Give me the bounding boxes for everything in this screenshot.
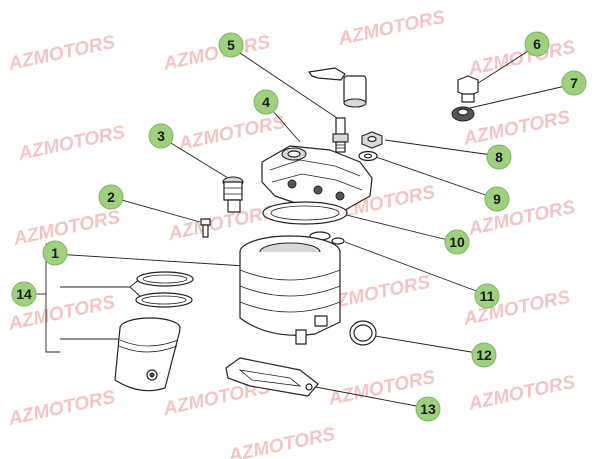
nut <box>361 131 383 149</box>
badge-4[interactable]: 4 <box>253 89 279 115</box>
watermark: AZMOTORS <box>11 207 123 250</box>
badge-4-label: 4 <box>262 94 270 110</box>
badge-7[interactable]: 7 <box>561 70 587 96</box>
piston-rings <box>135 271 194 308</box>
leader-13 <box>304 384 428 409</box>
head-gasket <box>262 201 348 225</box>
badge-11[interactable]: 11 <box>474 283 500 309</box>
badge-1[interactable]: 1 <box>42 240 68 266</box>
badge-11-label: 11 <box>480 288 495 304</box>
badge-9[interactable]: 9 <box>484 186 510 212</box>
leader-12 <box>374 335 484 355</box>
leader-3 <box>160 136 229 179</box>
piston <box>114 317 181 392</box>
badge-3-label: 3 <box>157 128 165 144</box>
leader-1 <box>54 253 246 267</box>
leader-2 <box>110 196 201 223</box>
badge-13[interactable]: 13 <box>415 396 441 422</box>
leader-9 <box>375 156 498 200</box>
watermark: AZMOTORS <box>336 7 448 50</box>
badge-7-label: 7 <box>570 75 578 91</box>
spark-plug <box>332 117 349 153</box>
spark-plug-cap <box>308 67 367 108</box>
watermark: AZMOTORS <box>226 424 338 459</box>
badge-3[interactable]: 3 <box>148 123 174 149</box>
cylinder-head <box>261 145 373 211</box>
badge-14-label: 14 <box>16 286 32 302</box>
badge-10[interactable]: 10 <box>444 229 470 255</box>
watermark: AZMOTORS <box>466 197 578 240</box>
head-bolt <box>457 75 479 103</box>
badge-13-label: 13 <box>420 401 436 417</box>
badge-9-label: 9 <box>493 191 501 207</box>
leader-11 <box>344 241 488 296</box>
watermark: AZMOTORS <box>16 122 128 165</box>
badge-8[interactable]: 8 <box>486 144 512 170</box>
badge-12[interactable]: 12 <box>471 342 497 368</box>
sealing-washer <box>451 106 475 122</box>
callout-badges: 5 4 3 2 1 14 6 7 <box>11 31 587 422</box>
badge-2[interactable]: 2 <box>98 184 124 210</box>
cylinder <box>239 235 341 345</box>
badge-5-label: 5 <box>227 37 235 53</box>
badge-5[interactable]: 5 <box>218 32 244 58</box>
leader-10 <box>329 210 457 243</box>
watermark: AZMOTORS <box>6 32 118 75</box>
badge-6[interactable]: 6 <box>524 31 550 57</box>
badge-12-label: 12 <box>476 347 492 363</box>
leader-6 <box>471 45 537 88</box>
watermark: AZMOTORS <box>176 112 288 155</box>
temperature-sensor <box>222 176 244 213</box>
badge-14[interactable]: 14 <box>11 281 37 307</box>
o-ring <box>349 320 377 346</box>
leader-7 <box>469 83 575 109</box>
leader-5 <box>230 46 341 121</box>
watermark: AZMOTORS <box>6 387 118 430</box>
watermark: AZMOTORS <box>161 32 273 75</box>
washer <box>358 150 378 162</box>
watermark: AZMOTORS <box>466 372 578 415</box>
leader-8 <box>384 139 500 157</box>
small-screw <box>200 218 211 238</box>
badge-6-label: 6 <box>533 36 541 52</box>
badge-2-label: 2 <box>107 189 115 205</box>
watermark: AZMOTORS <box>461 107 573 150</box>
badge-8-label: 8 <box>495 149 503 165</box>
base-gasket <box>225 357 319 397</box>
badge-10-label: 10 <box>449 234 465 250</box>
watermark: AZMOTORS <box>466 37 578 80</box>
badge-1-label: 1 <box>51 245 59 261</box>
